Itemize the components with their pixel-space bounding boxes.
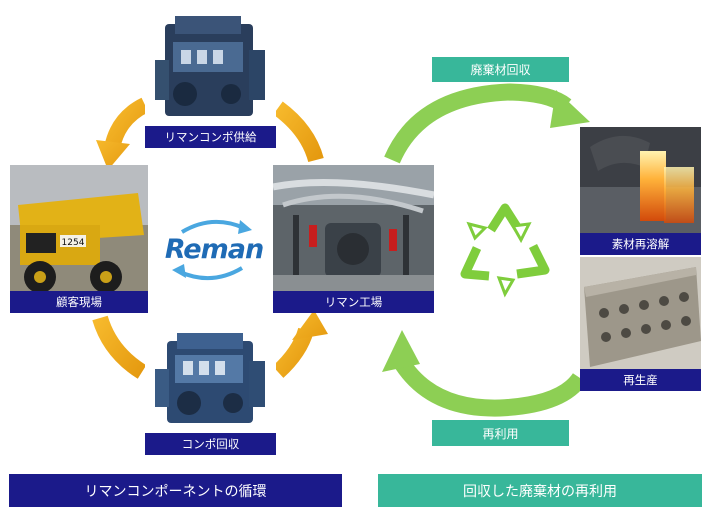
truck-number: 1254 [62, 238, 85, 248]
arrow-reproduce-to-factory [382, 330, 588, 417]
reproduce-photo: 再生産 [580, 257, 701, 391]
site-caption: 顧客現場 [10, 291, 148, 313]
arrow-site-to-collect [92, 315, 147, 379]
melt-photo: 素材再溶解 [580, 127, 701, 255]
reman-logo-swoosh-icon [172, 219, 252, 281]
factory-machine-icon [273, 165, 434, 313]
arrow-factory-to-supply [273, 101, 324, 163]
right-cycle-banner: 回収した廃棄材の再利用 [378, 474, 702, 507]
waste-collect-tag: 廃棄材回収 [432, 57, 569, 82]
reman-logo-text: Reman [164, 234, 264, 265]
recycle-icon [460, 203, 550, 298]
collect-caption: コンポ回収 [145, 433, 276, 455]
left-cycle-banner: リマンコンポーネントの循環 [9, 474, 342, 507]
engine-icon [155, 16, 265, 116]
truck-site-photo: 1254 顧客現場 [10, 165, 148, 313]
arrow-factory-to-melt [384, 83, 590, 164]
factory-caption: リマン工場 [273, 291, 434, 313]
engine-collect-photo: コンポ回収 [145, 325, 276, 455]
reproduce-caption: 再生産 [580, 369, 701, 391]
reman-logo: Reman [152, 210, 272, 290]
supply-caption: リマンコンポ供給 [145, 126, 276, 148]
arrow-supply-to-site [96, 97, 149, 170]
cylinder-block-icon [580, 257, 701, 391]
engine-supply-photo: リマンコンポ供給 [145, 10, 276, 148]
melt-caption: 素材再溶解 [580, 233, 701, 255]
factory-photo: リマン工場 [273, 165, 434, 313]
engine-icon [155, 333, 265, 423]
reuse-tag: 再利用 [432, 420, 569, 446]
arrow-collect-to-factory [272, 310, 328, 378]
